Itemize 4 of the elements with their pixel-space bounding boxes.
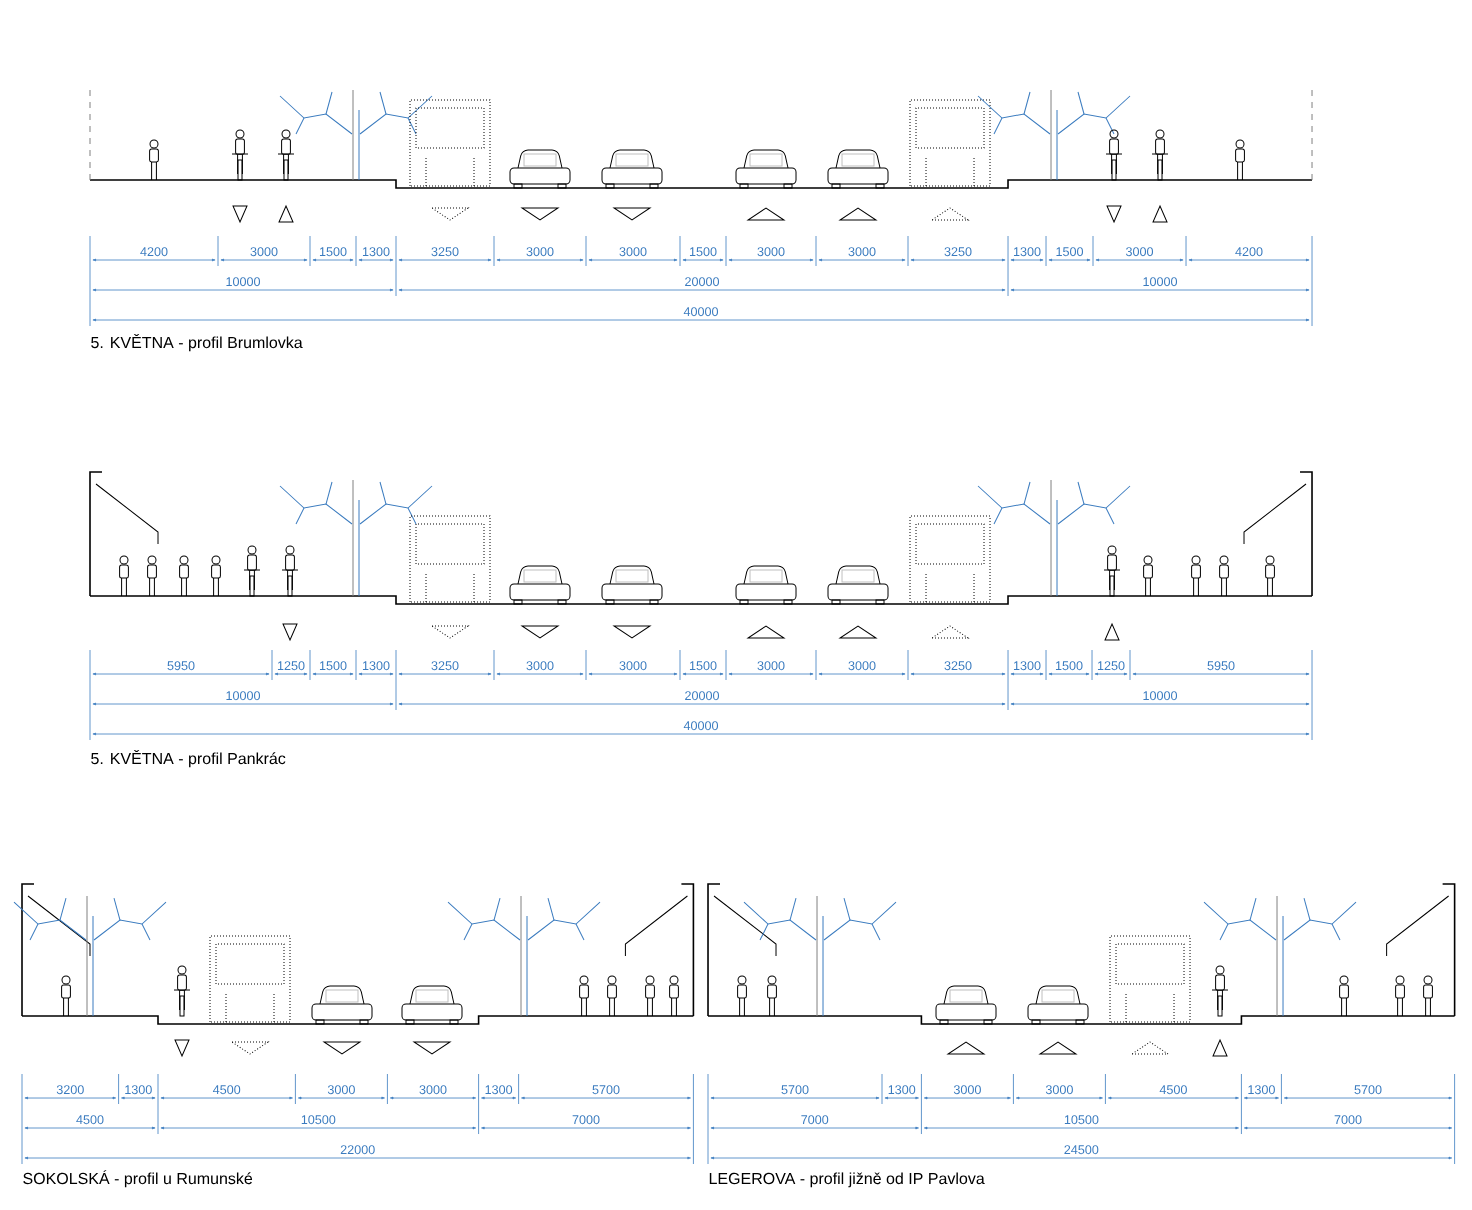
section-caption: SOKOLSKÁ - profil u Rumunské — [23, 1170, 253, 1188]
section-caption: LEGEROVA - profil jižně od IP Pavlova — [709, 1172, 985, 1188]
section-caption: 5. KVĚTNA - profil Pankrác — [91, 750, 286, 768]
section-caption: 5. KVĚTNA - profil Brumlovka — [91, 334, 303, 352]
